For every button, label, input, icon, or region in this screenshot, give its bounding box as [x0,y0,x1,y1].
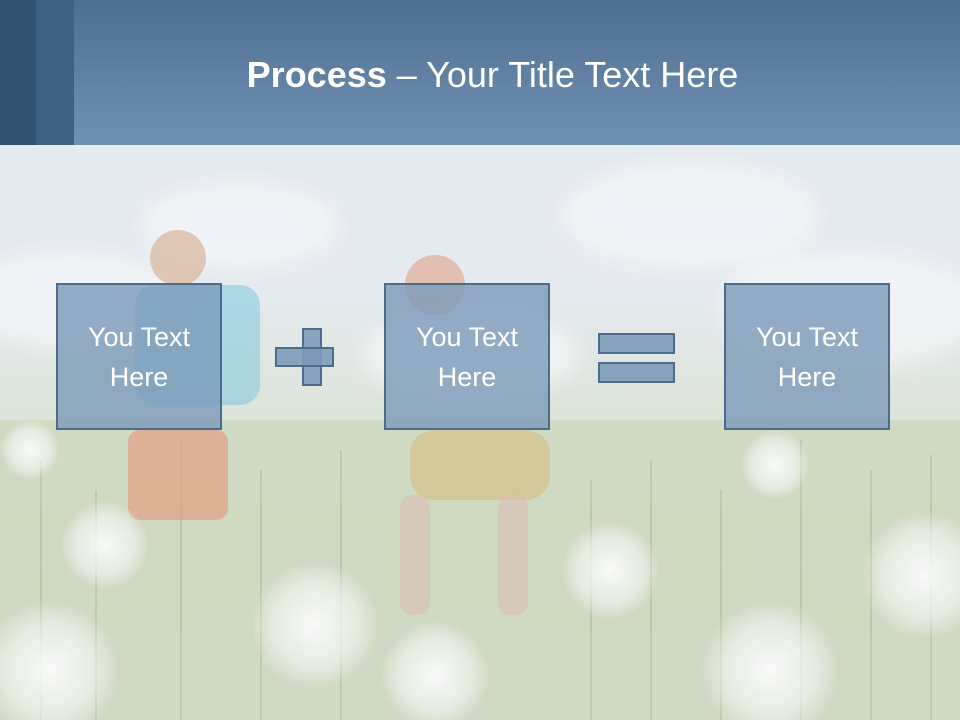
header-accent-strip [0,0,36,145]
process-box-text: You Text Here [755,321,859,392]
title-bold: Process [246,54,387,95]
process-box-1[interactable]: You Text Here [56,283,222,430]
process-box-2[interactable]: You Text Here [384,283,550,430]
slide-title[interactable]: Process – Your Title Text Here [0,53,960,97]
process-box-text: You Text Here [415,321,519,392]
title-rest: – Your Title Text Here [386,54,739,95]
title-bar: Process – Your Title Text Here [0,0,960,145]
process-box-text: You Text Here [87,321,191,392]
header-accent-strip [36,0,74,145]
process-box-3[interactable]: You Text Here [724,283,890,430]
